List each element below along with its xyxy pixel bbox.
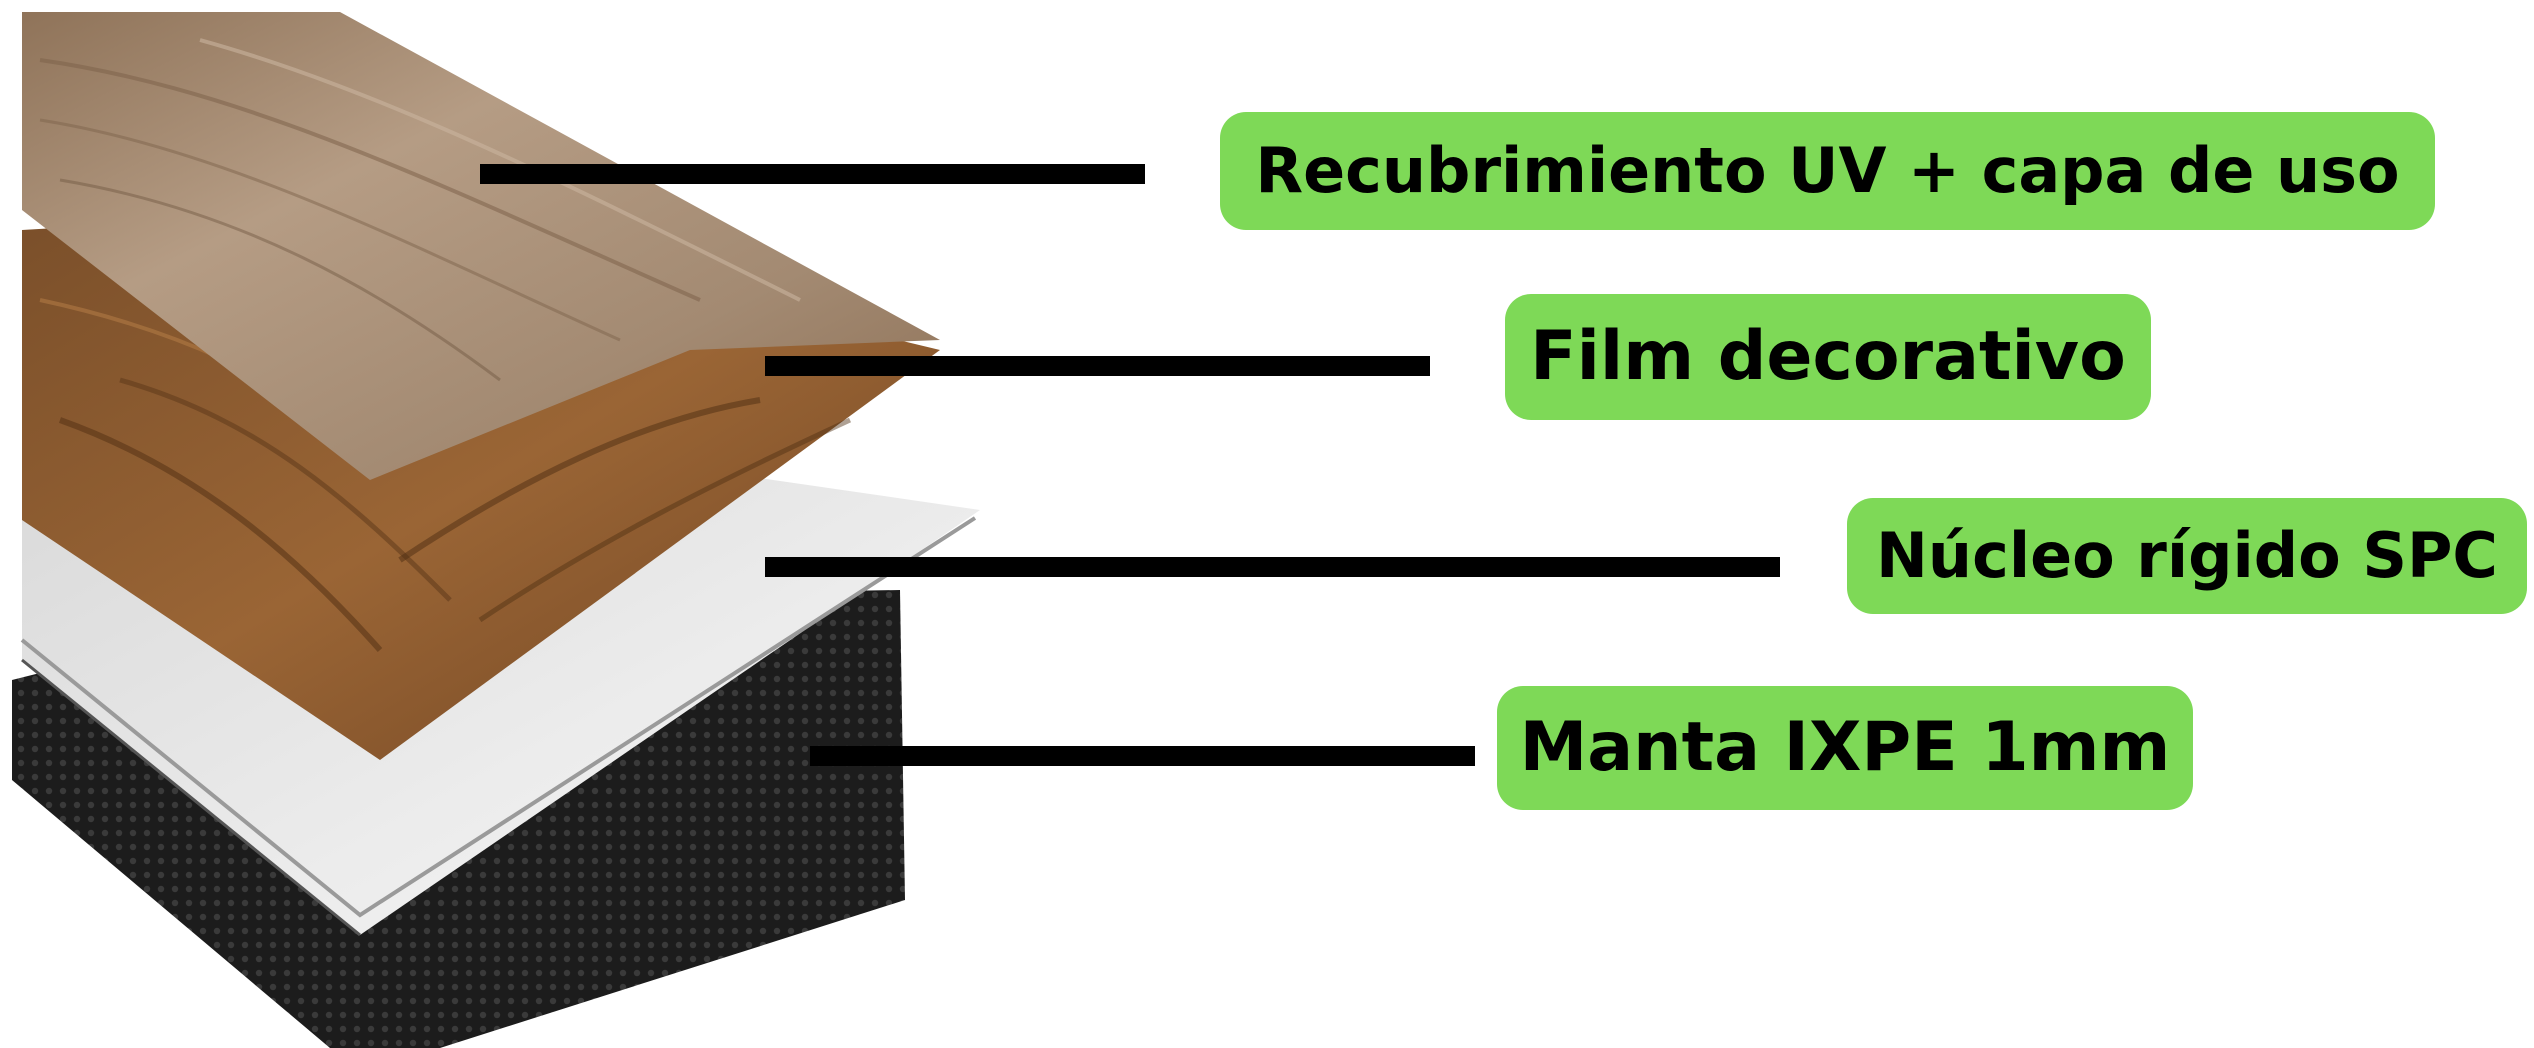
label-spc-core: Núcleo rígido SPC — [1847, 498, 2527, 614]
label-decor-film: Film decorativo — [1505, 294, 2151, 420]
label-uv-coating: Recubrimiento UV + capa de uso — [1220, 112, 2435, 230]
leader-lines — [480, 164, 1780, 766]
uv-coating-layer — [22, 12, 940, 480]
label-ixpe-pad: Manta IXPE 1mm — [1497, 686, 2193, 810]
